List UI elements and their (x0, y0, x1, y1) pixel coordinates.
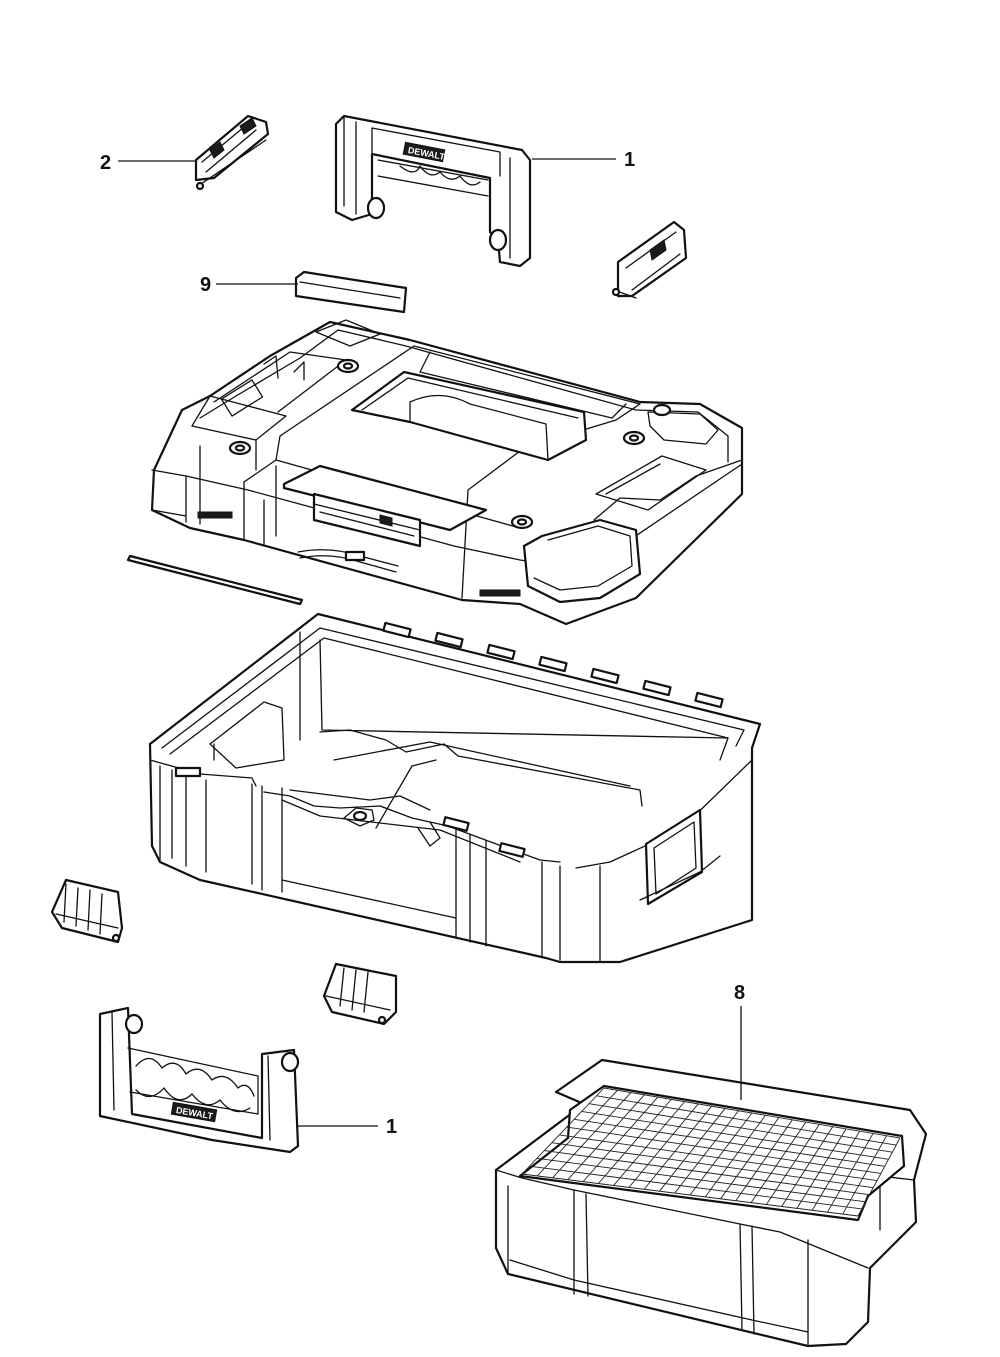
latch-right (611, 220, 688, 299)
grid-line (596, 1095, 897, 1146)
grid-line (603, 1087, 901, 1139)
grid-line (689, 1112, 753, 1196)
case-lid (150, 319, 744, 626)
callout-1-top: 1 (624, 149, 635, 171)
grid-line (529, 1165, 862, 1210)
leader-lines (118, 158, 742, 1127)
grid-line (827, 1133, 874, 1213)
grid-line (720, 1117, 780, 1200)
grid-line (589, 1103, 893, 1153)
grid-line (551, 1142, 874, 1189)
rim-clips (174, 621, 724, 858)
grid-line (796, 1128, 847, 1209)
grid-line (811, 1130, 861, 1211)
grid-line (574, 1118, 885, 1167)
grid-line (857, 1137, 901, 1217)
grid-line (643, 1105, 712, 1190)
part-1-top-handle: DEWALT (334, 114, 532, 268)
callout-2: 2 (100, 152, 111, 174)
grid-line (674, 1110, 739, 1194)
callout-1-bottom: 1 (386, 1116, 397, 1138)
grid-line (581, 1111, 889, 1160)
part-8-foam-insert (494, 1058, 928, 1348)
grid-line (750, 1121, 807, 1203)
part-2-latch (194, 114, 270, 191)
grid-line (704, 1115, 766, 1198)
grid-line (552, 1092, 632, 1179)
callout-8: 8 (734, 982, 745, 1004)
grid-line (536, 1089, 618, 1177)
grid-line (598, 1099, 672, 1184)
grid-line (544, 1150, 870, 1196)
brand-label-bottom: DEWALT (175, 1105, 214, 1121)
case-base (148, 612, 762, 964)
part-1-bottom-handle: DEWALT (98, 1006, 300, 1154)
grid-line (521, 1173, 859, 1217)
grid-line (582, 1096, 659, 1182)
clip-center (322, 962, 398, 1026)
grid-line (536, 1157, 866, 1203)
callout-9: 9 (200, 274, 211, 296)
grid-line (559, 1134, 878, 1181)
grid-line (842, 1135, 887, 1215)
hinge-pin (126, 554, 304, 606)
grid-line (735, 1119, 793, 1201)
part-9-label-plate (294, 270, 408, 314)
grid-line (628, 1103, 699, 1188)
grid-line (567, 1094, 645, 1181)
clip-left (50, 878, 124, 944)
grid-line (613, 1101, 686, 1186)
grid-line (566, 1126, 881, 1174)
grid-line (781, 1126, 834, 1207)
grid-line (765, 1124, 820, 1205)
grid-line (521, 1087, 605, 1175)
foam-grid (521, 1087, 901, 1217)
grid-line (659, 1108, 726, 1192)
